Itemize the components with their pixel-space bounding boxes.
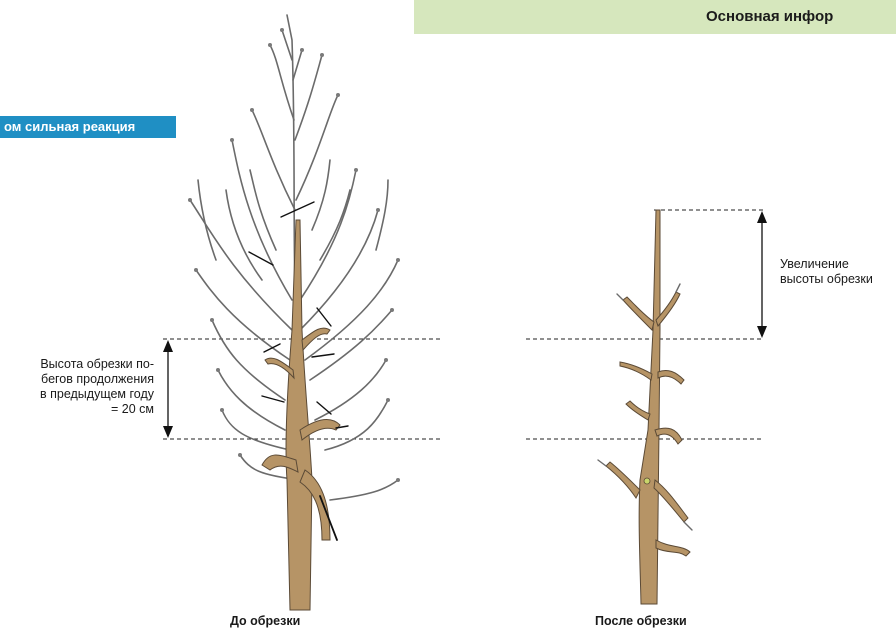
left-label-line-3: в предыдущем году [4,387,154,402]
left-label-line-1: Высота обрезки по- [4,357,154,372]
left-label-line-2: бегов продолжения [4,372,154,387]
left-label-line-4: = 20 см [4,402,154,417]
left-height-label: Высота обрезки по- бегов продолжения в п… [4,357,154,417]
tree-before-pruning [188,15,400,610]
right-height-label: Увеличение высоты обрезки [780,257,896,287]
height-arrow-right [757,211,767,338]
right-label-line-1: Увеличение [780,257,896,272]
right-label-line-2: высоты обрезки [780,272,896,287]
tree-after-pruning [598,210,692,604]
height-arrow-left [163,340,173,438]
caption-after: После обрезки [595,614,687,628]
caption-before: До обрезки [230,614,300,628]
